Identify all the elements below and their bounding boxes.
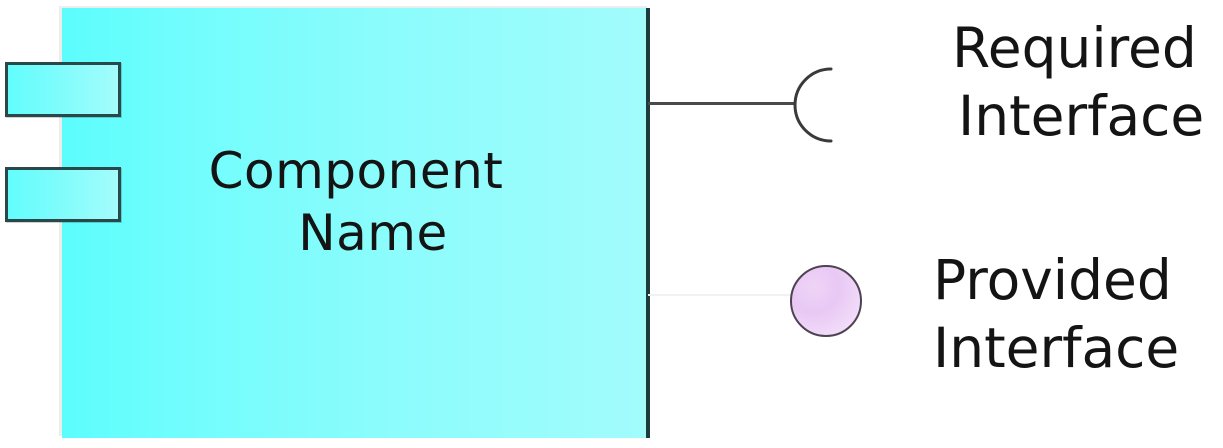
provided-caption-line-2: Interface — [933, 316, 1180, 380]
provided-caption-line-1: Provided — [933, 248, 1172, 312]
required-interface-caption: Required Interface — [952, 14, 1204, 150]
required-interface-socket-icon[interactable] — [787, 66, 833, 144]
provided-interface-connector-line — [648, 294, 794, 296]
component-tab-lower[interactable] — [5, 167, 121, 222]
component-tab-upper[interactable] — [5, 62, 121, 117]
provided-interface-ball-icon[interactable] — [790, 265, 862, 337]
required-caption-line-2: Interface — [958, 84, 1205, 148]
component-body[interactable] — [62, 8, 650, 438]
required-caption-line-1: Required — [952, 16, 1197, 80]
provided-interface-caption: Provided Interface — [933, 246, 1179, 382]
required-interface-connector-line — [648, 102, 795, 105]
